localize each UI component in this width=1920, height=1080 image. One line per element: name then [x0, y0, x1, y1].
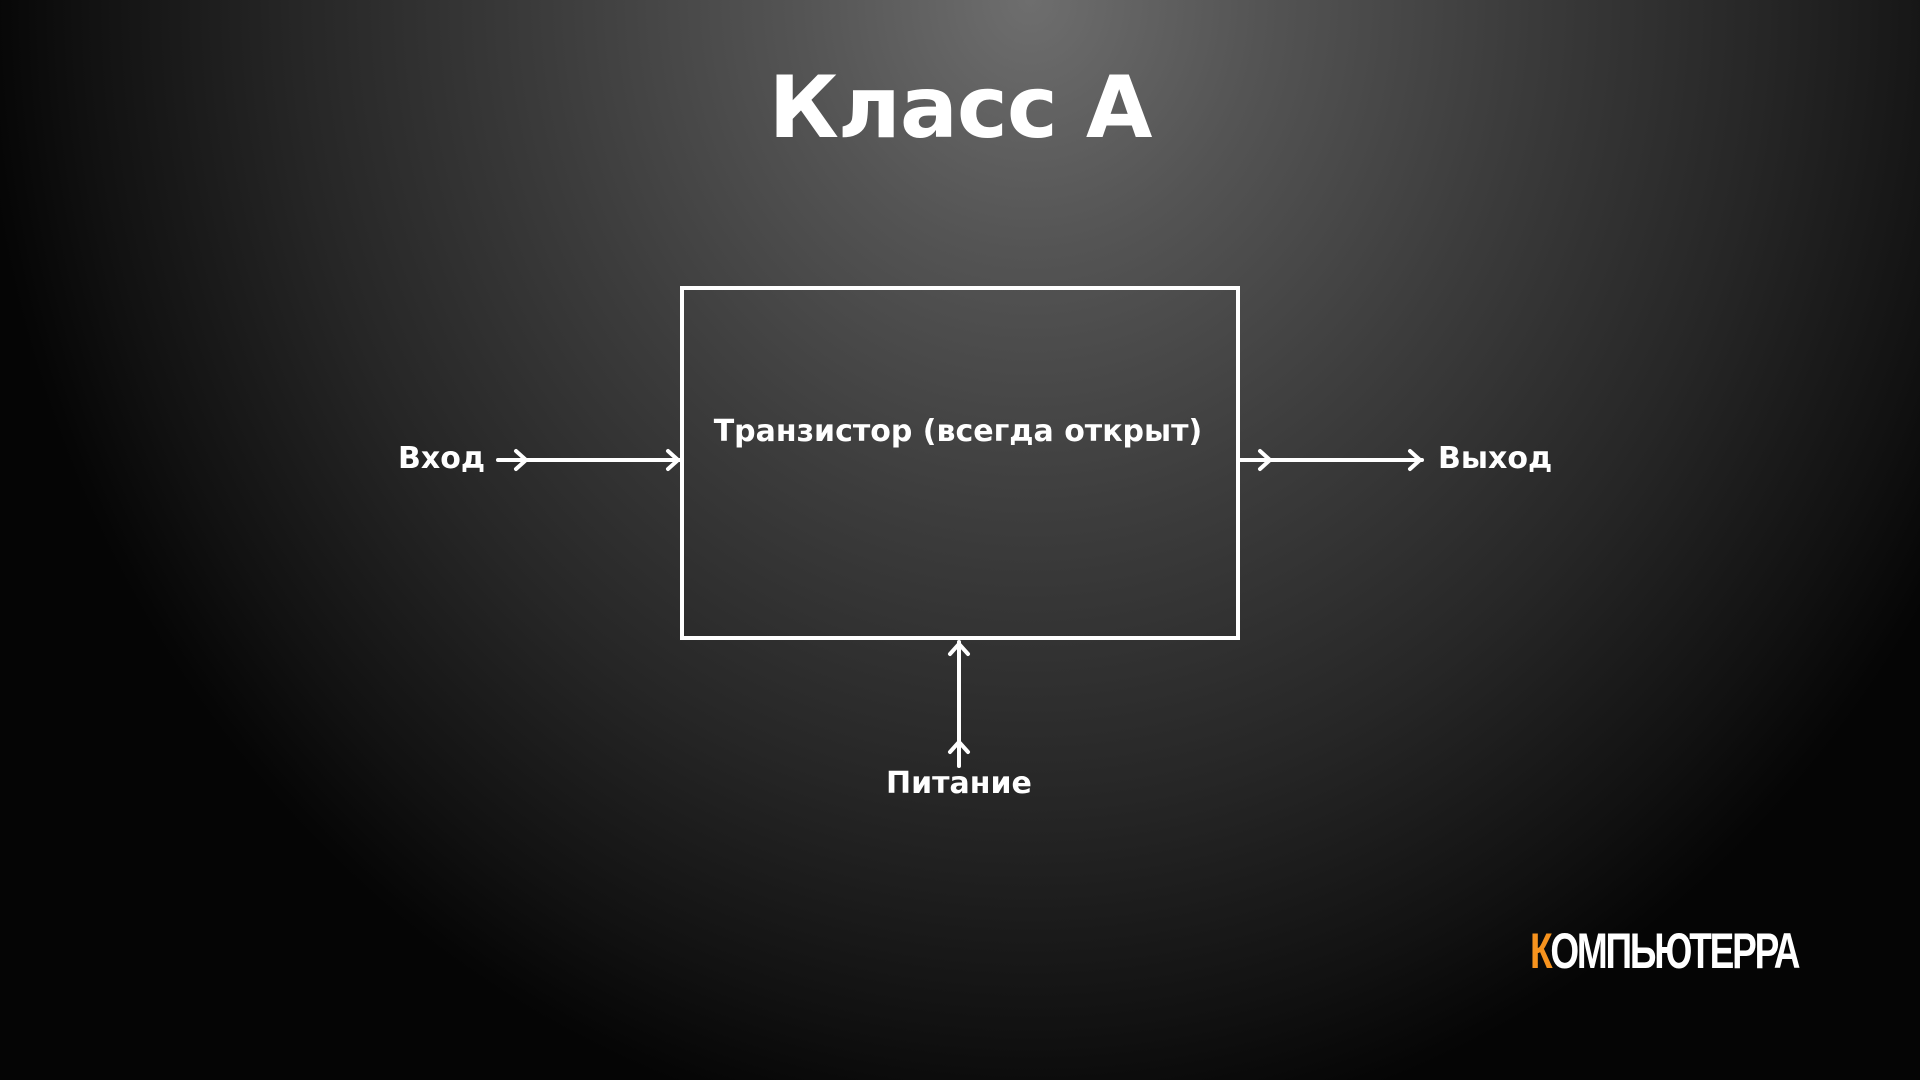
logo-accent-letter: К	[1530, 923, 1553, 979]
slide-title: Класс А	[768, 58, 1153, 158]
output-label: Выход	[1438, 441, 1553, 476]
logo-wordmark: ОМПЬЮТЕРРА	[1550, 923, 1800, 979]
output-arrow	[1238, 449, 1424, 471]
power-arrow	[948, 640, 970, 768]
transistor-label: Транзистор (всегда открыт)	[713, 414, 1203, 449]
input-label: Вход	[398, 441, 486, 476]
power-label: Питание	[886, 766, 1032, 801]
computerra-logo: КОМПЬЮТЕРРА	[1530, 922, 1801, 980]
transistor-box	[680, 286, 1240, 640]
input-arrow	[496, 449, 682, 471]
